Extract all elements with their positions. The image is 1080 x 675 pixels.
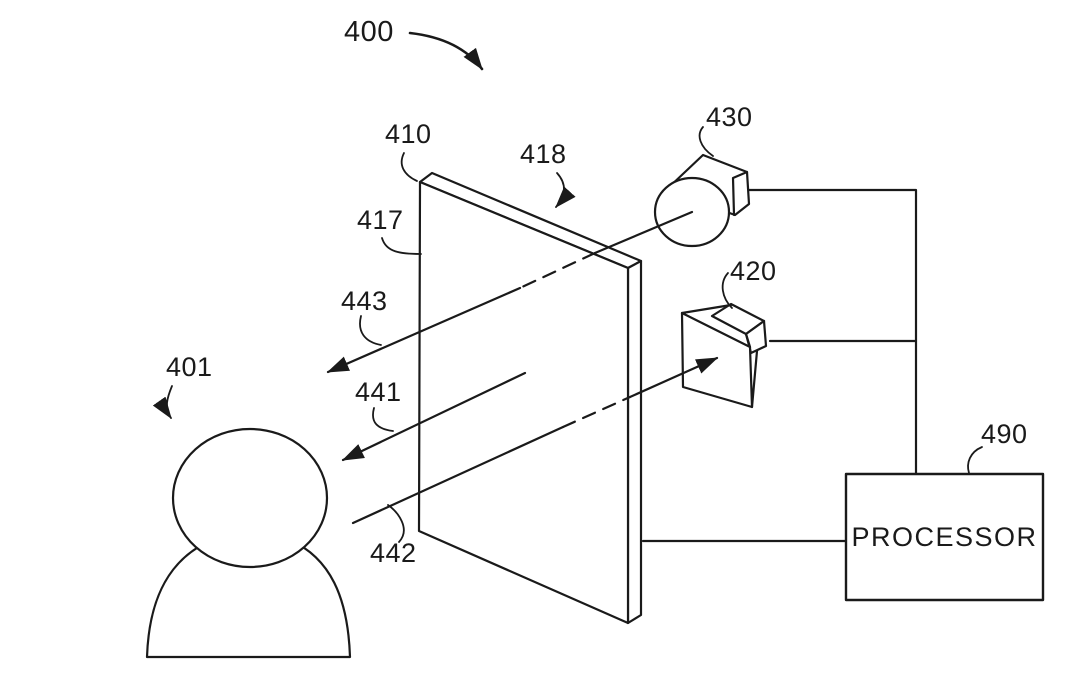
person-head [171, 427, 329, 569]
label-processor-ref: 490 [981, 419, 1028, 449]
processor-box-title: PROCESSOR [851, 522, 1038, 552]
ray441-label-leader [372, 407, 394, 432]
light-ray-442 [351, 356, 719, 525]
label-person: 401 [166, 352, 213, 382]
projector-device [680, 302, 768, 409]
display-panel [417, 171, 643, 625]
processor-box [844, 472, 1045, 602]
label-ray-emitted: 441 [355, 377, 402, 407]
display-edge-label-arrow [555, 172, 576, 208]
camera-label-leader [698, 126, 714, 157]
light-ray-441 [341, 371, 527, 462]
label-display-edge: 418 [520, 139, 567, 169]
label-ray-captured: 443 [341, 286, 388, 316]
camera-to-processor-wire [746, 188, 918, 476]
ray442-label-leader [387, 504, 405, 543]
light-ray-443 [326, 210, 694, 374]
person-figure [145, 427, 352, 659]
projector-label-leader [721, 272, 733, 309]
ray443-label-leader [359, 315, 382, 346]
label-figure-number: 400 [344, 16, 394, 48]
surface-label-leader [381, 237, 422, 255]
label-display-surface: 417 [357, 205, 404, 235]
figure-number-arrow [408, 31, 484, 71]
person-label-arrow [152, 385, 173, 420]
processor-label-leader [967, 446, 983, 474]
camera-device [653, 153, 751, 248]
label-camera: 430 [706, 102, 753, 132]
display-label-leader [400, 152, 418, 182]
label-ray-projected: 442 [370, 538, 417, 568]
label-projector: 420 [730, 256, 777, 286]
label-display-panel: 410 [385, 119, 432, 149]
